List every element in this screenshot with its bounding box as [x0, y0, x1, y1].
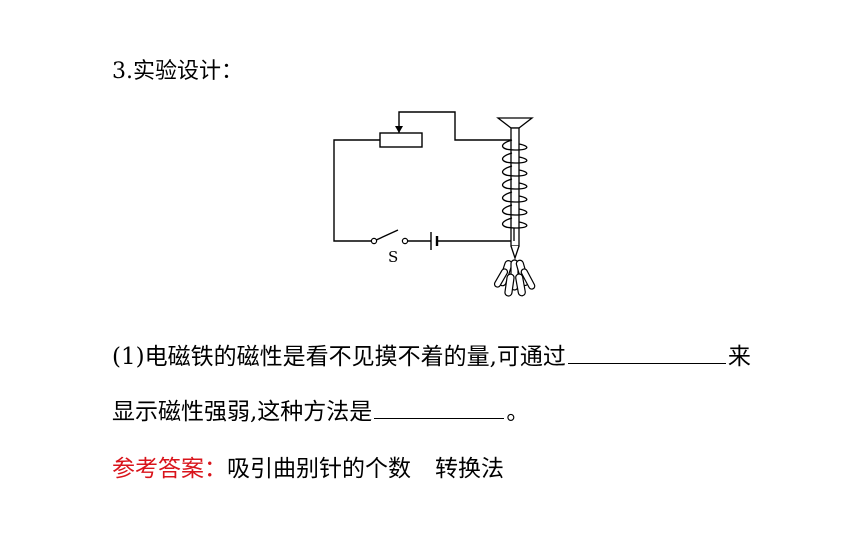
- part1-text-end: 来: [727, 344, 751, 370]
- answer-blank-1: [567, 362, 726, 364]
- circuit-diagram: S: [318, 108, 558, 304]
- rheostat-resistor: [379, 132, 423, 148]
- nail-tip: [510, 245, 520, 261]
- question-heading: 3.实验设计：: [112, 59, 243, 84]
- part2-text-end: 。: [506, 399, 530, 425]
- switch-label: S: [388, 248, 398, 266]
- paper-clips: [493, 259, 536, 297]
- answer-value-2: 转换法: [435, 456, 504, 482]
- answer-label: 参考答案：: [112, 456, 227, 482]
- switch-lever: [373, 229, 399, 242]
- question-part1-line2: 显示磁性强弱,这种方法是 。: [112, 395, 529, 429]
- switch-contact-right: [401, 237, 409, 245]
- slider-arrow: [395, 126, 403, 133]
- wire-rheostat-coil: [398, 111, 512, 141]
- answer-value-1: 吸引曲别针的个数: [227, 456, 411, 482]
- coil-windings: [501, 139, 528, 241]
- part1-text: (1)电磁铁的磁性是看不见摸不着的量,可通过: [112, 344, 566, 370]
- answer-line: 参考答案：吸引曲别针的个数转换法: [112, 452, 504, 486]
- answer-blank-2: [374, 417, 505, 419]
- switch-contact-left: [370, 237, 378, 245]
- wire-left: [333, 139, 380, 242]
- nail-head: [496, 117, 534, 129]
- circuit-diagram-svg: S: [333, 111, 536, 297]
- question-part1-line1: (1)电磁铁的磁性是看不见摸不着的量,可通过 来: [112, 340, 751, 374]
- part2-text: 显示磁性强弱,这种方法是: [112, 399, 373, 425]
